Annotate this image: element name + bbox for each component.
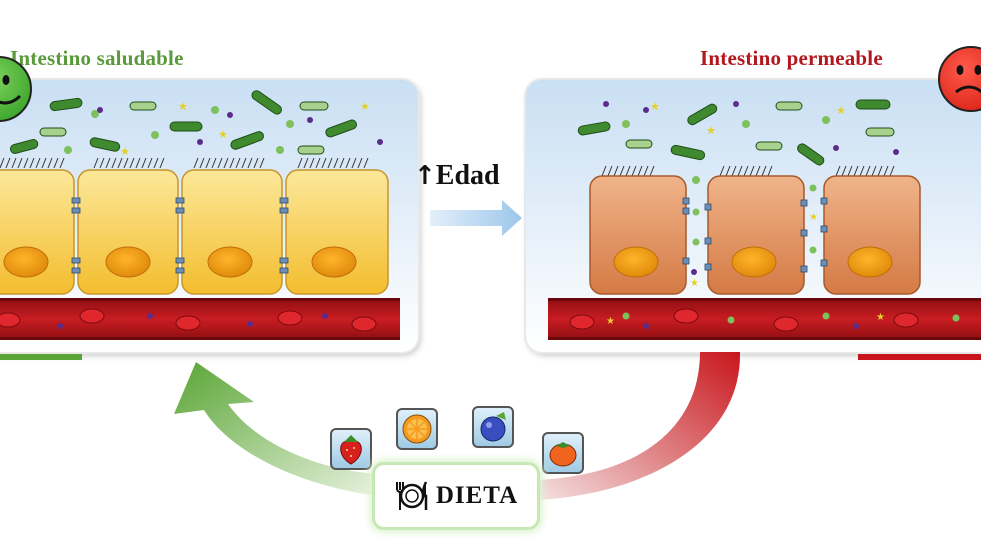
blood-vessel [0, 298, 400, 340]
svg-text:★: ★ [120, 146, 130, 158]
tight-junctions [71, 197, 289, 274]
leaky-gut-illustration: ★ ★ ★ ★ ★ [548, 99, 981, 340]
svg-text:★: ★ [178, 101, 188, 113]
nuclei [3, 246, 357, 278]
lumen-particles: ★ ★ ★ [603, 101, 899, 155]
sad-face-features [955, 65, 981, 94]
leaky-gut-panel: ★ ★ ★ ★ ★ [526, 80, 981, 352]
happy-face-features [0, 75, 22, 105]
title-leaky-gut: Intestino permeable [700, 46, 883, 70]
lumen-bacteria [577, 99, 895, 166]
healthy-gut-illustration: ★ ★ ★ ★ [0, 90, 400, 340]
broken-tight-junctions [682, 197, 828, 273]
leaking-particles: ★ ★ [690, 176, 818, 289]
age-label: ↑Edad [414, 160, 500, 192]
nuclei [613, 246, 893, 278]
svg-text:★: ★ [809, 212, 818, 223]
tomato-icon [542, 432, 584, 474]
microvilli [601, 165, 895, 177]
healthy-gut-panel: ★ ★ ★ ★ [0, 80, 418, 352]
svg-text:★: ★ [218, 129, 228, 141]
blood-vessel: ★ ★ [548, 298, 981, 340]
healthy-underline [0, 354, 82, 360]
svg-text:★: ★ [836, 105, 846, 117]
svg-text:★: ★ [606, 316, 615, 327]
lumen-bacteria [9, 90, 357, 155]
microvilli [0, 157, 369, 169]
diet-box: DIETA [372, 462, 540, 530]
up-arrow-icon: ↑ [414, 161, 436, 191]
svg-text:★: ★ [690, 278, 699, 289]
plate-fork-knife-icon [395, 481, 428, 510]
diet-label: DIETA [435, 482, 519, 509]
svg-text:★: ★ [706, 125, 716, 137]
orange-slice-icon [396, 408, 438, 450]
svg-text:★: ★ [876, 312, 885, 323]
epithelial-cells [0, 169, 389, 295]
strawberry-icon [330, 428, 372, 470]
svg-text:★: ★ [650, 101, 660, 113]
age-progression-arrow [430, 200, 522, 236]
title-healthy-gut: Intestino saludable [10, 46, 184, 70]
svg-text:★: ★ [360, 101, 370, 113]
lumen-particles: ★ ★ ★ ★ [64, 101, 383, 158]
age-text: Edad [435, 160, 500, 191]
leaky-underline [858, 354, 981, 360]
red-curved-arrow [536, 352, 741, 500]
blueberry-icon [472, 406, 514, 448]
